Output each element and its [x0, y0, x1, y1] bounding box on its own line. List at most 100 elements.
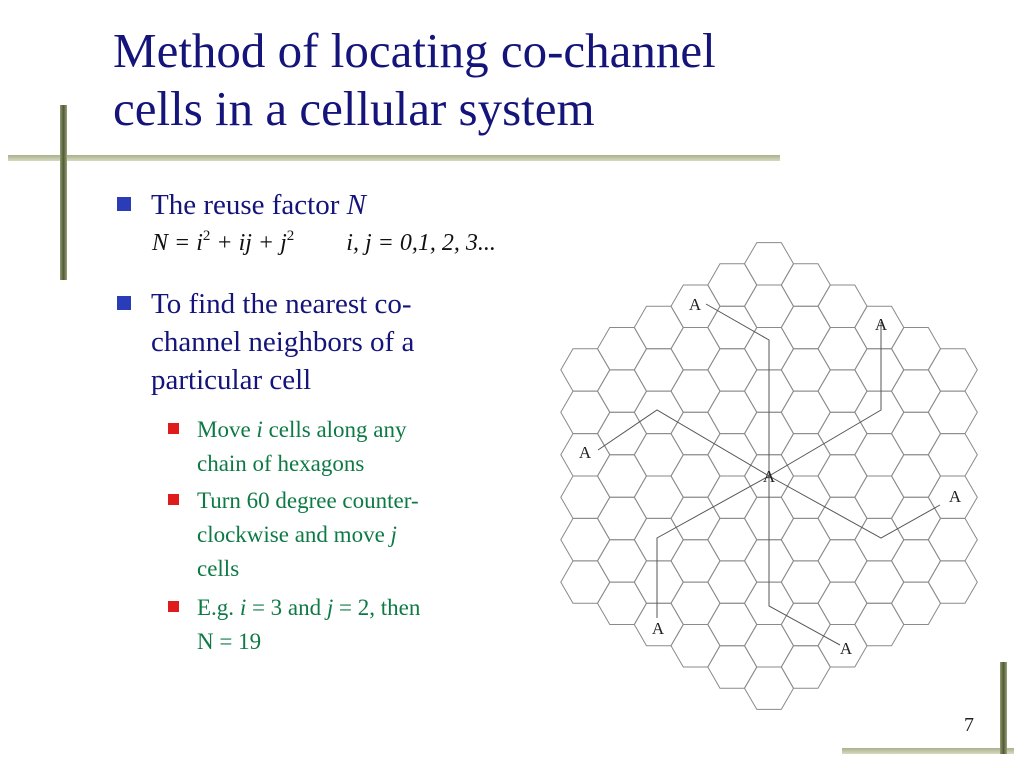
hexagon-cell — [670, 539, 721, 583]
hexagon-cell — [743, 242, 795, 286]
hexagon-cell — [560, 390, 611, 435]
hexagon-cell — [854, 517, 905, 562]
cell-label-a: A — [763, 467, 776, 486]
hexagon-cell — [927, 390, 978, 435]
hexagon-cell — [670, 369, 721, 413]
hexagon-cell — [743, 284, 795, 328]
co-channel-path — [768, 475, 941, 539]
bullet-line: channel neighbors of a — [151, 326, 415, 358]
hexagon-cell — [707, 263, 758, 307]
text: = 3 and — [246, 595, 327, 620]
formula-exp: 2 — [202, 228, 211, 244]
hexagon-cell — [780, 602, 831, 647]
bullet-square-icon — [117, 296, 131, 310]
page-number: 7 — [964, 714, 974, 736]
formula-range: i, j = 0,1, 2, 3... — [346, 230, 496, 256]
hexagon-cell — [670, 454, 721, 498]
hexagon-cell — [707, 645, 758, 689]
hexagon-cell — [817, 496, 868, 541]
cell-label-a: A — [840, 639, 853, 658]
hexagon-cell — [596, 369, 648, 413]
variable-j: j — [390, 522, 397, 547]
cell-label-a: A — [875, 315, 888, 334]
hexagon-cell — [817, 539, 868, 583]
hexagon-cell — [707, 560, 758, 604]
bullet-line: particular cell — [151, 364, 312, 396]
bullet-text: The reuse factor — [151, 189, 347, 221]
hexagon-cell — [560, 560, 611, 604]
sub-bullet-square-icon — [168, 601, 179, 612]
hexagon-cell — [927, 433, 978, 477]
co-channel-path — [705, 303, 770, 476]
variable-n: N — [346, 189, 366, 221]
text: cells — [197, 556, 240, 581]
hexagon-cell — [707, 348, 758, 392]
hexagon-cell — [890, 327, 942, 371]
hexagon-cell — [780, 390, 831, 435]
hexagon-cell — [670, 411, 721, 456]
hexagon-cell — [596, 454, 648, 498]
hexagon-cell — [707, 390, 758, 435]
hexagon-cell — [927, 560, 978, 604]
co-channel-path — [768, 322, 882, 477]
hexagon-cell — [707, 475, 758, 519]
hexagon-cell — [633, 560, 684, 604]
sub-bullet-turn: Turn 60 degree counter- clockwise and mo… — [197, 484, 419, 586]
hexagon-cell — [560, 517, 611, 562]
hexagon-cell — [707, 602, 758, 647]
hexagon-cell — [670, 496, 721, 541]
hexagon-cell — [817, 581, 868, 625]
bullet-reuse-factor: The reuse factor N — [151, 186, 366, 224]
text: chain of hexagons — [197, 451, 365, 476]
hexagon-cell — [890, 411, 942, 456]
hexagon-cell — [633, 517, 684, 562]
formula-exp: 2 — [286, 228, 295, 244]
hexagon-cell — [780, 475, 831, 519]
text: clockwise and move — [197, 522, 391, 547]
variable-j: j — [326, 595, 334, 620]
text: = 2, then — [333, 595, 421, 620]
hexagon-cell — [633, 475, 684, 519]
text: Turn 60 degree counter- — [197, 488, 419, 513]
hexagon-cell — [633, 305, 684, 350]
hexagon-cell — [854, 475, 905, 519]
cell-label-a: A — [689, 295, 702, 314]
decorative-line-horizontal-bottom — [842, 748, 1014, 754]
co-channel-path — [597, 409, 770, 477]
hexagon-cell — [817, 411, 868, 456]
hexagon-cell — [780, 645, 831, 689]
text: N = 19 — [197, 629, 262, 654]
bullet-square-icon — [117, 197, 131, 211]
text: E.g. — [197, 595, 240, 620]
hexagon-cell — [817, 284, 868, 328]
hexagon-cell — [633, 348, 684, 392]
decorative-line-vertical-bottom — [1000, 662, 1007, 754]
hexagon-cell — [854, 602, 905, 647]
hexagon-cell — [927, 348, 978, 392]
hexagon-cell — [817, 369, 868, 413]
formula-mid: + ij + j — [210, 230, 287, 256]
hexagon-cell — [854, 348, 905, 392]
text: cells along any — [262, 417, 407, 442]
hexagon-cell — [596, 581, 648, 625]
hexagon-cell — [596, 327, 648, 371]
hexagon-cell — [890, 369, 942, 413]
formula-lhs: N = i — [152, 230, 203, 256]
co-channel-path — [656, 475, 770, 618]
co-channel-path — [768, 476, 841, 646]
hexagon-cell — [780, 560, 831, 604]
hexagon-cell — [780, 348, 831, 392]
hexagon-cell — [817, 454, 868, 498]
hexagon-cell — [817, 327, 868, 371]
hexagon-cell — [560, 475, 611, 519]
hexagon-cell — [854, 390, 905, 435]
title-line: cells in a cellular system — [113, 81, 595, 136]
title-line: Method of locating co-channel — [113, 23, 716, 78]
hexagon-cell — [743, 666, 795, 710]
hexagon-cell — [890, 539, 942, 583]
decorative-line-vertical — [60, 105, 67, 280]
hexagon-cell — [890, 454, 942, 498]
sub-bullet-move-i: Move i cells along any chain of hexagons — [197, 413, 407, 481]
